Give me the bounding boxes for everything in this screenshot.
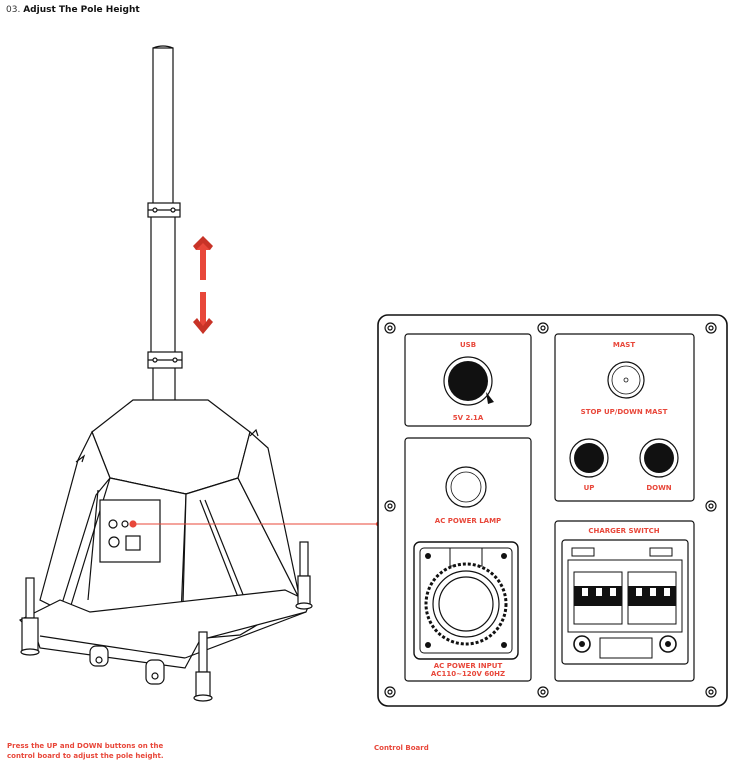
mast-title: MAST xyxy=(613,341,635,349)
light-tower-illustration xyxy=(18,45,313,702)
wheel-center xyxy=(145,659,165,685)
section-title: Adjust The Pole Height xyxy=(23,5,140,15)
jack-center-front xyxy=(193,631,213,702)
ac-input-socket xyxy=(413,541,519,660)
instruction-line2: control board to adjust the pole height. xyxy=(7,752,164,760)
up-arrow-icon xyxy=(193,236,213,280)
usb-spec: 5V 2.1A xyxy=(453,414,484,422)
pole-clamp-lower xyxy=(147,351,183,369)
control-board-caption: Control Board xyxy=(374,744,429,752)
instruction-line1: Press the UP and DOWN buttons on the xyxy=(7,742,164,750)
pole-clamp-upper xyxy=(147,202,181,218)
tower-control-box xyxy=(99,499,161,563)
charger-breaker-switch[interactable] xyxy=(561,539,689,665)
down-arrow-icon xyxy=(193,292,213,334)
control-board: USB 5V 2.1A MAST STOP UP/DOWN MAST UP DO… xyxy=(377,314,728,707)
section-number: 03. xyxy=(6,5,21,15)
mast-section xyxy=(554,333,695,502)
ac-input-line2: AC110~120V 60HZ xyxy=(431,670,505,678)
ac-lamp-label: AC POWER LAMP xyxy=(435,517,501,525)
pole-middle xyxy=(150,214,176,361)
jack-left-front xyxy=(20,577,40,656)
instruction-caption: Press the UP and DOWN buttons on the con… xyxy=(7,741,187,761)
pole-upper xyxy=(152,47,174,219)
stop-label: STOP UP/DOWN MAST xyxy=(581,408,668,416)
up-label: UP xyxy=(584,484,595,492)
jack-right xyxy=(295,541,313,610)
section-heading: 03. Adjust The Pole Height xyxy=(6,4,140,16)
down-label: DOWN xyxy=(646,484,671,492)
screw-icon xyxy=(384,322,717,698)
wheel-left xyxy=(89,645,109,667)
ac-input-line1: AC POWER INPUT xyxy=(434,662,503,670)
usb-port-cap xyxy=(448,361,488,401)
usb-title: USB xyxy=(460,341,476,349)
charger-title: CHARGER SWITCH xyxy=(588,527,659,535)
